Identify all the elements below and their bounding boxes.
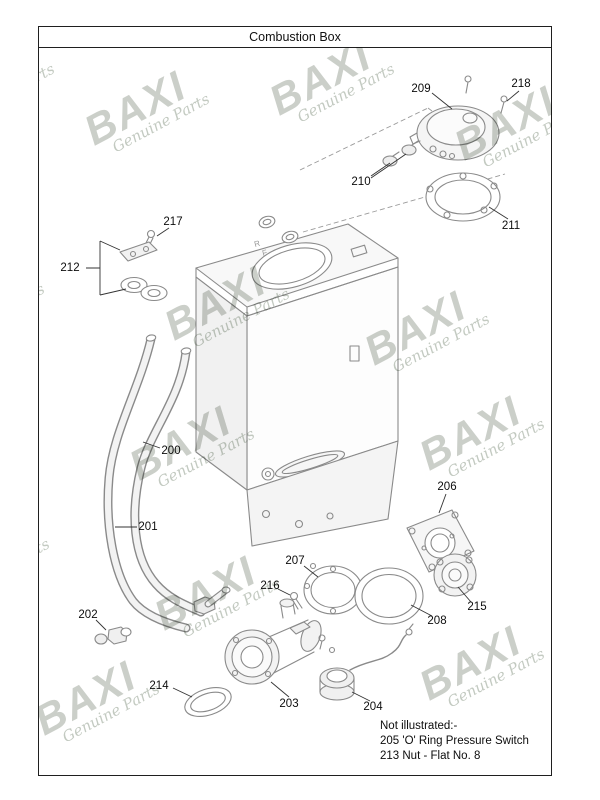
part-label-217: 217	[163, 216, 183, 228]
part-label-212: 212	[60, 262, 80, 274]
grommets-210	[382, 140, 419, 167]
part-label-209: 209	[411, 83, 431, 95]
screw-icon	[464, 75, 472, 83]
title-bar: Combustion Box	[39, 27, 551, 48]
part-label-201: 201	[138, 521, 158, 533]
part-label-200: 200	[161, 445, 181, 457]
fan-gasket	[425, 172, 501, 222]
bracket-gaskets-212	[119, 241, 168, 302]
notes-item: 205 'O' Ring Pressure Switch	[380, 735, 529, 747]
part-label-202: 202	[78, 609, 98, 621]
part-label-208: 208	[427, 615, 447, 627]
not-illustrated-notes: Not illustrated:- 205 'O' Ring Pressure …	[380, 719, 529, 764]
page-frame: Combustion Box	[38, 26, 552, 776]
leader-lines	[86, 90, 520, 702]
notes-item: 213 Nut - Flat No. 8	[380, 750, 481, 762]
venturi-assembly	[224, 598, 336, 685]
plate-206	[406, 509, 475, 573]
ring-208	[354, 567, 424, 625]
ring-207	[303, 562, 363, 615]
part-label-204: 204	[363, 701, 383, 713]
part-label-215: 215	[467, 601, 487, 613]
part-label-206: 206	[437, 481, 457, 493]
box-marking-f: F	[261, 248, 268, 258]
part-label-210: 210	[351, 176, 371, 188]
box-marking-r: R	[253, 239, 261, 249]
part-label-218: 218	[511, 78, 531, 90]
screw-216	[289, 591, 303, 610]
part-label-216: 216	[260, 580, 280, 592]
fitting-202	[94, 626, 132, 645]
fan-assembly	[409, 75, 508, 161]
page-title: Combustion Box	[249, 30, 341, 44]
part-label-203: 203	[279, 698, 299, 710]
part-label-211: 211	[501, 220, 521, 232]
combustion-box-body	[195, 215, 399, 547]
part-label-214: 214	[149, 680, 169, 692]
part-label-207: 207	[285, 555, 305, 567]
screw-icon	[500, 95, 508, 103]
motor-215	[433, 553, 477, 597]
device-204	[319, 623, 414, 701]
notes-heading: Not illustrated:-	[380, 720, 458, 732]
pipes	[103, 334, 231, 633]
seal-214	[184, 687, 232, 717]
